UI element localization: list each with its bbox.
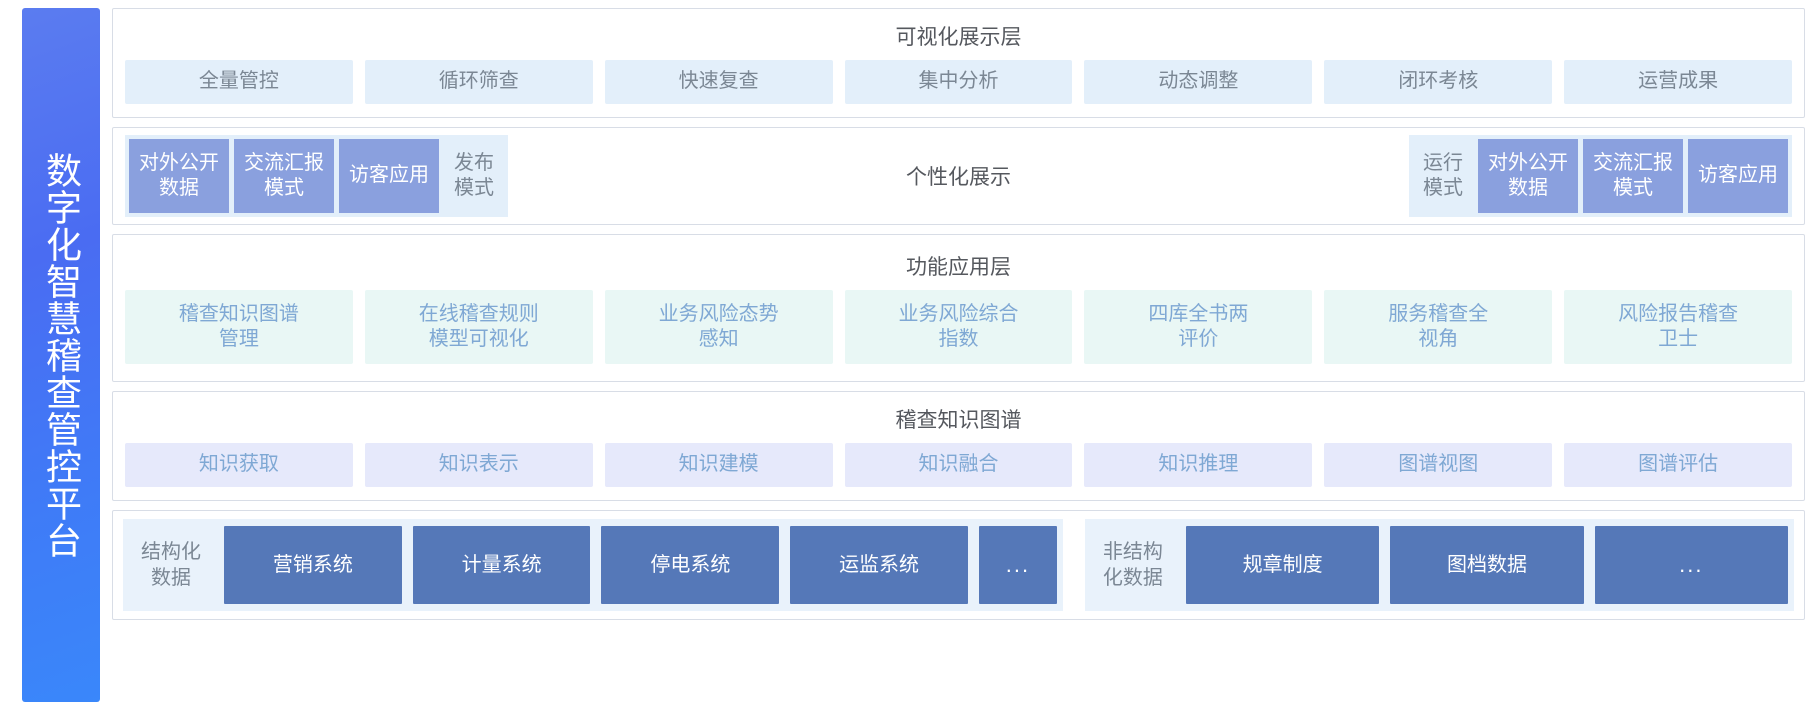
layer-stack: 可视化展示层 全量管控 循环筛查 快速复查 集中分析 动态调整 闭环考核 运营成… xyxy=(112,0,1815,710)
data-box-metering[interactable]: 计量系统 xyxy=(412,526,591,604)
chip-visualization-3[interactable]: 集中分析 xyxy=(844,60,1073,105)
chip-visualization-2[interactable]: 快速复查 xyxy=(604,60,833,105)
pers-right-1[interactable]: 对外公开 数据 xyxy=(1478,139,1578,213)
chip-function-3[interactable]: 业务风险综合 指数 xyxy=(844,290,1073,365)
chip-visualization-5[interactable]: 闭环考核 xyxy=(1324,60,1553,105)
personalized-left-group: 对外公开 数据 交流汇报 模式 访客应用 发布 模式 xyxy=(125,135,508,217)
chip-visualization-6[interactable]: 运营成果 xyxy=(1564,60,1793,105)
data-box-marketing[interactable]: 营销系统 xyxy=(224,526,402,604)
chip-function-5[interactable]: 服务稽查全 视角 xyxy=(1324,290,1553,365)
chip-kg-4[interactable]: 知识推理 xyxy=(1084,443,1313,488)
chip-function-2[interactable]: 业务风险态势 感知 xyxy=(604,290,833,365)
layer-knowledge-graph: 稽查知识图谱 知识获取 知识表示 知识建模 知识融合 知识推理 图谱视图 图谱评… xyxy=(112,391,1805,501)
unstructured-data-label: 非结构 化数据 xyxy=(1102,541,1163,589)
layer-personalized-title: 个性化展示 xyxy=(508,135,1409,217)
data-box-outage[interactable]: 停电系统 xyxy=(601,526,780,604)
layer-knowledge-graph-items: 知识获取 知识表示 知识建模 知识融合 知识推理 图谱视图 图谱评估 xyxy=(125,443,1793,488)
chip-kg-0[interactable]: 知识获取 xyxy=(125,443,353,488)
data-box-archive[interactable]: 图档数据 xyxy=(1390,526,1584,604)
layer-function-title: 功能应用层 xyxy=(906,255,1011,279)
chip-kg-2[interactable]: 知识建模 xyxy=(604,443,833,488)
layer-personalized: 对外公开 数据 交流汇报 模式 访客应用 发布 模式 个性化展示 运行 模式 对… xyxy=(112,127,1805,225)
unstructured-data-group: 非结构 化数据 规章制度 图档数据 ... xyxy=(1084,519,1794,611)
chip-kg-5[interactable]: 图谱视图 xyxy=(1324,443,1553,488)
pers-left-3[interactable]: 发布 模式 xyxy=(454,151,494,199)
data-box-regulations[interactable]: 规章制度 xyxy=(1185,526,1380,604)
chip-visualization-1[interactable]: 循环筛查 xyxy=(364,60,593,105)
pers-right-3[interactable]: 访客应用 xyxy=(1688,139,1788,213)
layer-function: 功能应用层 稽查知识图谱 管理 在线稽查规则 模型可视化 业务风险态势 感知 业… xyxy=(112,234,1805,382)
platform-title: 数字化智慧稽查管控平台 xyxy=(40,151,82,559)
data-box-unstructured-more[interactable]: ... xyxy=(1594,526,1788,604)
chip-kg-3[interactable]: 知识融合 xyxy=(844,443,1073,488)
pers-right-2[interactable]: 交流汇报 模式 xyxy=(1583,139,1683,213)
chip-function-0[interactable]: 稽查知识图谱 管理 xyxy=(125,290,353,365)
chip-visualization-0[interactable]: 全量管控 xyxy=(125,60,353,105)
layer-function-items: 稽查知识图谱 管理 在线稽查规则 模型可视化 业务风险态势 感知 业务风险综合 … xyxy=(125,290,1793,365)
pers-left-0[interactable]: 对外公开 数据 xyxy=(129,139,229,213)
personalized-row: 对外公开 数据 交流汇报 模式 访客应用 发布 模式 个性化展示 运行 模式 对… xyxy=(125,135,1792,217)
chip-kg-1[interactable]: 知识表示 xyxy=(364,443,593,488)
chip-function-6[interactable]: 风险报告稽查 卫士 xyxy=(1564,290,1793,365)
layer-knowledge-graph-title: 稽查知识图谱 xyxy=(895,408,1022,432)
layer-visualization-items: 全量管控 循环筛查 快速复查 集中分析 动态调整 闭环考核 运营成果 xyxy=(125,60,1793,105)
layer-data-source: 结构化 数据 营销系统 计量系统 停电系统 运监系统 ... 非结构 化数据 规… xyxy=(112,510,1805,620)
platform-banner: 数字化智慧稽查管控平台 xyxy=(22,8,100,702)
chip-kg-6[interactable]: 图谱评估 xyxy=(1564,443,1793,488)
data-box-operation-monitor[interactable]: 运监系统 xyxy=(790,526,968,604)
structured-data-group: 结构化 数据 营销系统 计量系统 停电系统 运监系统 ... xyxy=(123,519,1063,611)
chip-function-1[interactable]: 在线稽查规则 模型可视化 xyxy=(364,290,593,365)
layer-visualization: 可视化展示层 全量管控 循环筛查 快速复查 集中分析 动态调整 闭环考核 运营成… xyxy=(112,8,1805,118)
layer-visualization-title: 可视化展示层 xyxy=(895,25,1022,49)
pers-right-0[interactable]: 运行 模式 xyxy=(1423,151,1463,199)
chip-visualization-4[interactable]: 动态调整 xyxy=(1084,60,1313,105)
pers-left-1[interactable]: 交流汇报 模式 xyxy=(234,139,334,213)
personalized-right-group: 运行 模式 对外公开 数据 交流汇报 模式 访客应用 xyxy=(1409,135,1792,217)
structured-data-label: 结构化 数据 xyxy=(141,541,201,589)
chip-function-4[interactable]: 四库全书两 评价 xyxy=(1084,290,1313,365)
pers-left-2[interactable]: 访客应用 xyxy=(339,139,439,213)
data-box-structured-more[interactable]: ... xyxy=(978,526,1057,604)
